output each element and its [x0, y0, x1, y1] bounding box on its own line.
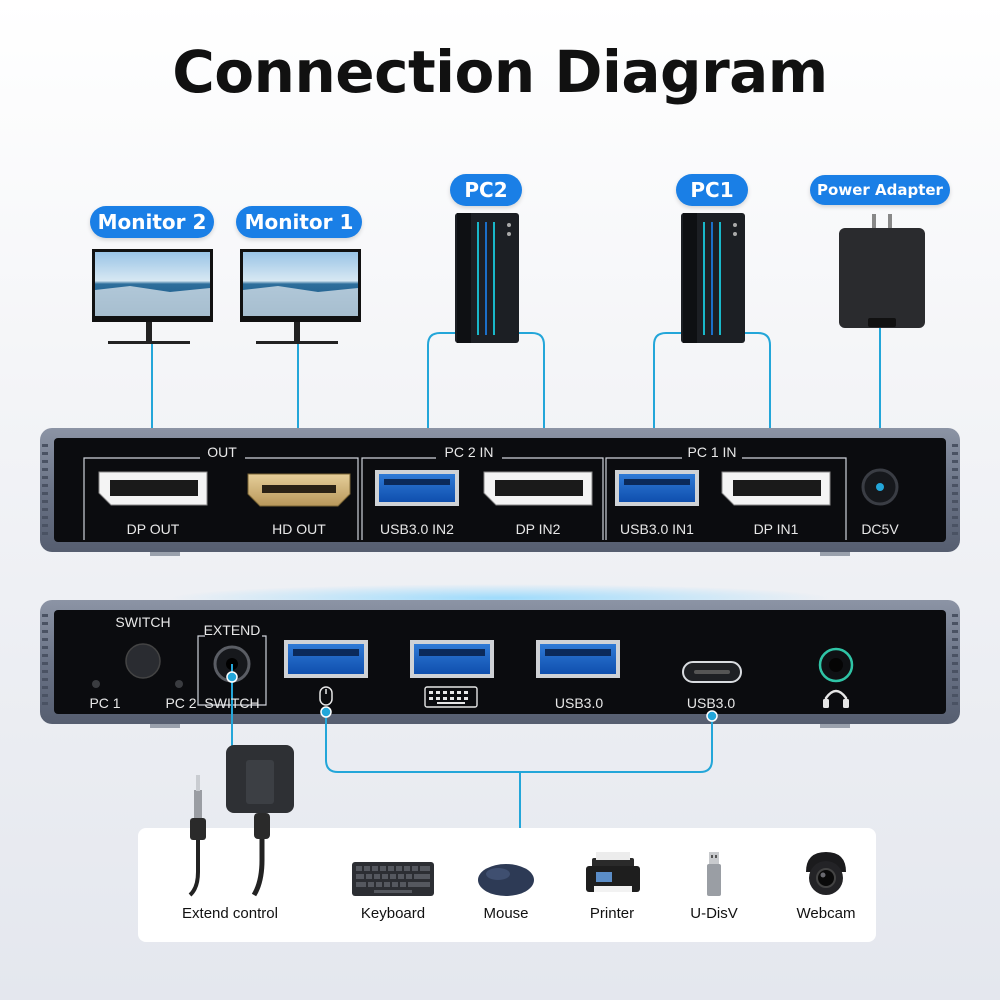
monitor2-icon: [92, 249, 213, 344]
pc1-tower-icon: [681, 213, 745, 343]
pc1-led-label: PC 1: [89, 695, 121, 711]
mouse-icon: [478, 864, 534, 896]
extend-switch-label: SWITCH: [204, 695, 260, 711]
port-usb-in2: USB3.0 IN2: [380, 521, 454, 537]
power-adapter-label: Power Adapter: [810, 175, 950, 205]
pc2-tower-icon: [455, 213, 519, 343]
page-title: Connection Diagram: [172, 38, 828, 106]
usb3-c-label: USB3.0: [686, 695, 736, 711]
port-hd-out: HD OUT: [272, 521, 326, 537]
keyboard-label: Keyboard: [360, 905, 426, 922]
extend-control-label: Extend control: [182, 905, 278, 922]
mouse-label: Mouse: [483, 905, 529, 922]
printer-label: Printer: [589, 905, 635, 922]
port-dp-in1: DP IN1: [753, 521, 799, 537]
port-dp-in2: DP IN2: [515, 521, 561, 537]
usb-drive-icon: [707, 852, 721, 896]
extend-control-icon: [188, 745, 294, 897]
switch-label: SWITCH: [115, 614, 171, 630]
webcam-label: Webcam: [796, 905, 856, 922]
kvm-front-panel: [40, 600, 960, 728]
monitor2-label: Monitor 2: [90, 206, 214, 238]
webcam-icon: [806, 852, 846, 895]
udisk-label: U-DisV: [690, 905, 738, 922]
group-out-label: OUT: [207, 444, 237, 460]
keyboard-icon: [352, 862, 434, 896]
kvm-back-panel: [40, 428, 960, 556]
pc2-led-label: PC 2: [165, 695, 197, 711]
pc2-label: PC2: [450, 174, 522, 206]
monitor1-label: Monitor 1: [236, 206, 362, 238]
monitor1-icon: [240, 249, 361, 344]
port-usb-in1: USB3.0 IN1: [620, 521, 694, 537]
printer-icon: [586, 852, 640, 892]
usb3-a-label: USB3.0: [554, 695, 604, 711]
pc1-label: PC1: [676, 174, 748, 206]
port-dc5v: DC5V: [861, 521, 899, 537]
extend-label: EXTEND: [203, 622, 261, 638]
port-dp-out: DP OUT: [126, 521, 180, 537]
group-pc1-label: PC 1 IN: [687, 444, 737, 460]
bottom-connection-dots: [226, 671, 718, 722]
group-pc2-label: PC 2 IN: [444, 444, 494, 460]
power-adapter-icon: [839, 214, 925, 328]
